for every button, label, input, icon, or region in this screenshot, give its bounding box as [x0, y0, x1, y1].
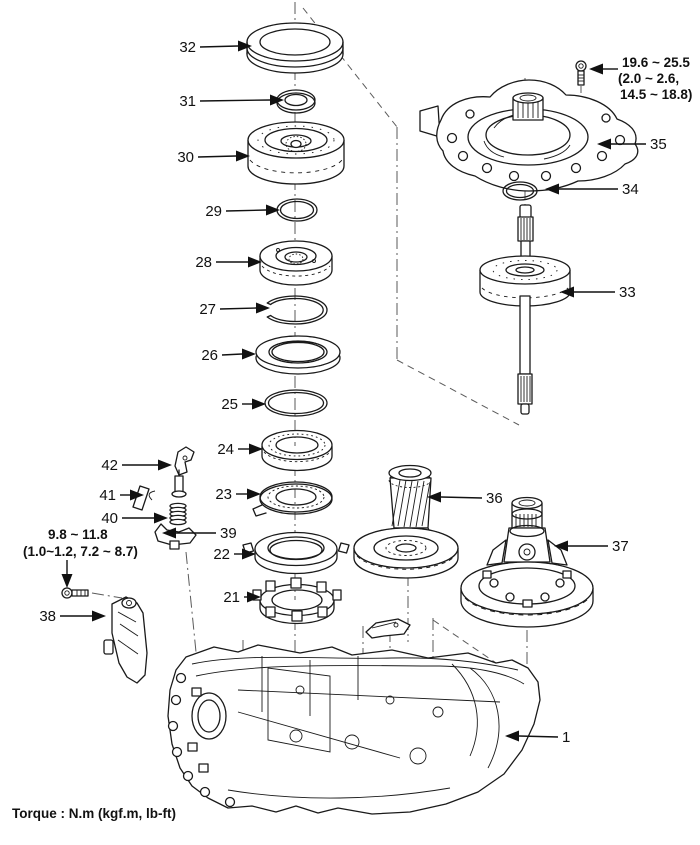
- callout-34-label: 34: [622, 181, 639, 198]
- callout-29-label: 29: [205, 203, 222, 220]
- callout-30-label: 30: [177, 149, 194, 166]
- callout-24: 24: [217, 441, 263, 458]
- callout-28: 28: [195, 254, 262, 271]
- callout-1: 1: [505, 729, 570, 746]
- lower-torque-callout: 9.8 ~ 11.8 (1.0~1.2, 7.2 ~ 8.7): [23, 527, 138, 588]
- callout-37: 37: [554, 538, 629, 555]
- callout-40-label: 40: [101, 510, 118, 527]
- callout-21: 21: [223, 589, 261, 606]
- torque-units-note: Torque : N.m (kgf.m, lb-ft): [12, 806, 176, 821]
- part-37-drawing: [460, 496, 594, 628]
- callout-22: 22: [213, 546, 256, 563]
- lever-assembly-drawing: [132, 446, 197, 550]
- upper-torque-callout: 19.6 ~ 25.5 (2.0 ~ 2.6, 14.5 ~ 18.8): [589, 55, 692, 102]
- callout-41-label: 41: [99, 487, 116, 504]
- callout-23-label: 23: [215, 486, 232, 503]
- callout-23: 23: [215, 486, 261, 503]
- callout-35-label: 35: [650, 136, 667, 153]
- callout-37-label: 37: [612, 538, 629, 555]
- part-29-drawing: [276, 198, 318, 222]
- lower-torque-line1: 9.8 ~ 11.8: [48, 527, 108, 542]
- callout-33-label: 33: [619, 284, 636, 301]
- callout-36-label: 36: [486, 490, 503, 507]
- callout-42-label: 42: [101, 457, 118, 474]
- callout-28-label: 28: [195, 254, 212, 271]
- upper-torque-bolt: [575, 60, 587, 86]
- callout-38: 38: [39, 608, 106, 625]
- part-27-drawing: [266, 295, 328, 325]
- part-21-drawing: [252, 577, 342, 625]
- part-25-drawing: [264, 389, 328, 417]
- callout-42: 42: [101, 457, 172, 474]
- callouts-left: 32 31 30 29 28 27 26 25 24 23 22 21 42 4…: [39, 39, 284, 625]
- part-36-drawing: [353, 464, 459, 579]
- part-24-drawing: [261, 429, 333, 472]
- callout-32: 32: [179, 39, 252, 56]
- part-22-drawing: [242, 531, 350, 575]
- callout-25-label: 25: [221, 396, 238, 413]
- callout-40: 40: [101, 510, 168, 527]
- callout-21-label: 21: [223, 589, 240, 606]
- part-31-drawing: [276, 89, 316, 114]
- part-33-drawing: [479, 204, 571, 415]
- part-41-pin: [132, 485, 150, 511]
- callout-1-label: 1: [562, 729, 570, 746]
- part-35-drawing: [419, 79, 639, 192]
- part-28-drawing: [259, 240, 333, 286]
- part-30-drawing: [247, 121, 345, 185]
- part-32-drawing: [246, 22, 344, 74]
- lower-torque-line2: (1.0~1.2, 7.2 ~ 8.7): [23, 544, 138, 559]
- callout-31: 31: [179, 93, 284, 110]
- upper-torque-line1: 19.6 ~ 25.5: [622, 55, 690, 70]
- callout-33: 33: [560, 284, 636, 301]
- callout-34: 34: [545, 181, 639, 198]
- callout-31-label: 31: [179, 93, 196, 110]
- callout-24-label: 24: [217, 441, 234, 458]
- part-38-drawing: [61, 587, 148, 684]
- callout-27-label: 27: [199, 301, 216, 318]
- callout-29: 29: [205, 203, 280, 220]
- part-26-drawing: [255, 335, 341, 375]
- upper-torque-line3: 14.5 ~ 18.8): [620, 87, 692, 102]
- callout-26-label: 26: [201, 347, 218, 364]
- callout-39: 39: [162, 525, 237, 542]
- callout-41: 41: [99, 487, 144, 504]
- callout-39-label: 39: [220, 525, 237, 542]
- part-1-drawing: [167, 618, 541, 815]
- callouts-right: 39 35 34 33 36 37 1: [162, 136, 667, 746]
- callout-22-label: 22: [213, 546, 230, 563]
- callout-26: 26: [201, 347, 256, 364]
- upper-torque-line2: (2.0 ~ 2.6,: [618, 71, 679, 86]
- callout-25: 25: [221, 396, 266, 413]
- callout-27: 27: [199, 301, 270, 318]
- callout-36: 36: [427, 490, 503, 507]
- callout-32-label: 32: [179, 39, 196, 56]
- part-34-drawing: [502, 181, 538, 201]
- callout-30: 30: [177, 149, 250, 166]
- part-23-drawing: [252, 481, 333, 517]
- callout-35: 35: [597, 136, 667, 153]
- callout-38-label: 38: [39, 608, 56, 625]
